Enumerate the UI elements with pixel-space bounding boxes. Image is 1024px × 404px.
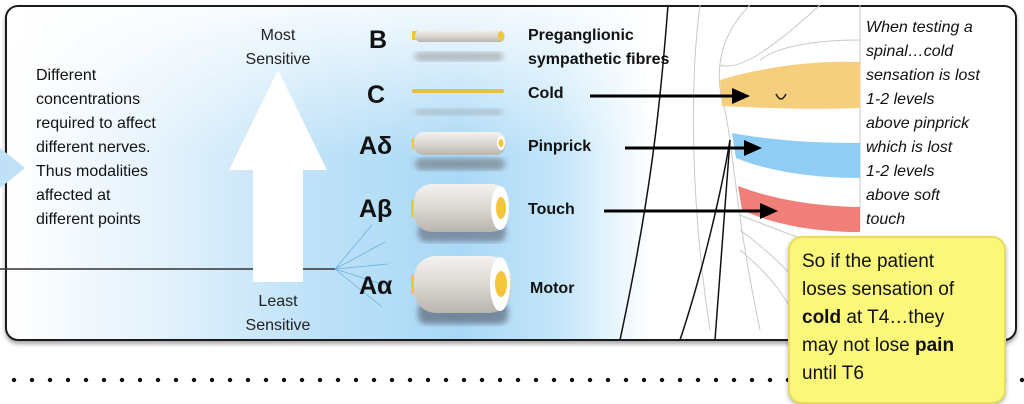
callout-box: So if the patient loses sensation of col… <box>788 236 1006 404</box>
nerve-fan <box>334 224 389 308</box>
fibre-type-a-alpha: Aα <box>359 272 393 300</box>
divider-dot <box>479 377 485 383</box>
divider-dot <box>137 377 143 383</box>
divider-dot <box>317 377 323 383</box>
fibre-type-c: C <box>367 81 386 109</box>
divider-dot <box>587 377 593 383</box>
divider-dot <box>299 377 305 383</box>
modality-touch: Touch <box>528 201 575 218</box>
divider-dot <box>173 377 179 383</box>
divider-dot <box>335 377 341 383</box>
intro-line: different points <box>36 211 141 228</box>
sensitivity-arrow <box>229 70 327 282</box>
divider-dot <box>227 377 233 383</box>
pointer-triangle <box>0 148 25 188</box>
divider-dot <box>353 377 359 383</box>
divider-dot <box>461 377 467 383</box>
touch-dermatome <box>738 186 860 232</box>
intro-line: affected at <box>36 187 111 204</box>
divider-dot <box>443 377 449 383</box>
divider-dot <box>659 377 665 383</box>
divider-dot <box>65 377 71 383</box>
fibre-a-alpha <box>411 256 511 324</box>
divider-dot <box>47 377 53 383</box>
divider-dot <box>533 377 539 383</box>
fibre-type-b: B <box>369 26 388 54</box>
divider-dot <box>641 377 647 383</box>
divider-dot <box>695 377 701 383</box>
modality-motor: Motor <box>530 280 575 297</box>
modality-pinprick: Pinprick <box>528 138 592 155</box>
divider-dot <box>425 377 431 383</box>
pinprick-dermatome <box>732 133 860 178</box>
intro-line: Different <box>36 67 97 84</box>
divider-dot <box>677 377 683 383</box>
fibre-a-delta <box>412 132 506 170</box>
divider-dot <box>623 377 629 383</box>
divider-dot <box>11 377 17 383</box>
divider-dot <box>749 377 755 383</box>
divider-dot <box>371 377 377 383</box>
divider-dot <box>713 377 719 383</box>
divider-dot <box>1019 377 1024 383</box>
divider-dot <box>155 377 161 383</box>
divider-dot <box>551 377 557 383</box>
divider-dot <box>245 377 251 383</box>
divider-dot <box>515 377 521 383</box>
fibre-type-a-beta: Aβ <box>359 195 393 223</box>
divider-dot <box>191 377 197 383</box>
modality-cold: Cold <box>528 85 564 102</box>
fibre-b <box>412 30 505 61</box>
divider-dot <box>281 377 287 383</box>
divider-dot <box>389 377 395 383</box>
fibre-a-beta <box>411 184 509 242</box>
divider-dot <box>83 377 89 383</box>
divider-dot <box>569 377 575 383</box>
intro-line: different nerves. <box>36 139 151 156</box>
divider-dot <box>119 377 125 383</box>
fibre-c <box>412 89 504 115</box>
testing-note: When testing a spinal…cold sensation is … <box>866 19 980 228</box>
divider-dot <box>209 377 215 383</box>
cold-dermatome <box>720 61 860 109</box>
divider-dot <box>407 377 413 383</box>
touch-arrow <box>604 203 778 219</box>
divider-dot <box>497 377 503 383</box>
intro-line: Thus modalities <box>36 163 149 180</box>
divider-dot <box>767 377 773 383</box>
body-midline <box>619 4 731 341</box>
intro-line: required to affect <box>36 115 156 132</box>
divider-dot <box>101 377 107 383</box>
divider-dot <box>605 377 611 383</box>
divider-dot <box>731 377 737 383</box>
fibre-type-a-delta: Aδ <box>359 132 393 160</box>
cold-marker-icon <box>775 93 787 100</box>
divider-dot <box>29 377 35 383</box>
cold-arrow <box>590 88 750 104</box>
intro-text: Different concentrations required to aff… <box>36 64 216 232</box>
intro-line: concentrations <box>36 91 141 108</box>
pinprick-arrow <box>625 140 762 156</box>
divider-dot <box>263 377 269 383</box>
